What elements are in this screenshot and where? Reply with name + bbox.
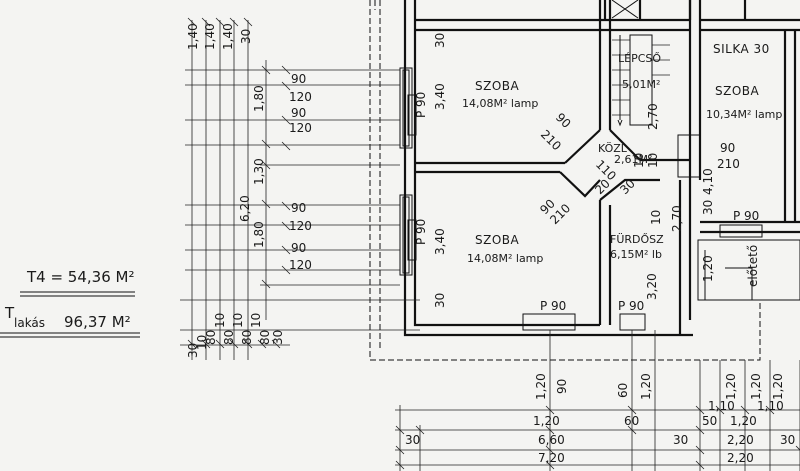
dim-row2-3: 30 <box>673 433 688 447</box>
room-area-furdosz: 6,15M² lb <box>610 248 662 261</box>
room-area-szoba-right: 10,34M² lamp <box>706 108 782 121</box>
dim-row3-2: 2,20 <box>727 451 754 465</box>
dim-mid-3: 2,70 <box>670 205 684 232</box>
dim-mid-5: 3,20 <box>645 273 659 300</box>
dim-left-2: 1,30 <box>252 158 266 185</box>
area-summary-lines <box>0 291 140 338</box>
material-note: SILKA 30 <box>713 42 770 56</box>
room-name-kozl: KÖZL <box>598 142 628 155</box>
door-labels: P 90 P 90 P 90 P 90 P 90 <box>414 92 759 313</box>
dim-row1-3: 50 <box>702 414 717 428</box>
dim-top-3: 1,40 <box>221 23 235 50</box>
bottom-dimension-chains <box>395 330 800 471</box>
staircase <box>612 34 670 127</box>
room-area-kozl: 2,61M² <box>614 153 652 166</box>
door-label-wall-mid: P 90 <box>414 219 428 245</box>
dim-right-4: 4,10 <box>701 168 715 195</box>
dim-mid-1: 2,70 <box>646 103 660 130</box>
dim-row1-2: 60 <box>624 414 639 428</box>
tlakas-value: 96,37 M² <box>64 313 131 331</box>
door-label-bottom-mid: P 90 <box>618 299 644 313</box>
dim-bottom-4: 10 <box>213 313 227 328</box>
dim-row2-4: 2,20 <box>727 433 754 447</box>
t4-area-note: T4 = 54,36 M² <box>26 268 134 286</box>
room-name-szoba-bottom: SZOBA <box>475 233 520 247</box>
room-name-lepcso: LÉPCSŐ <box>618 51 661 65</box>
dim-row1-5: 1,10 <box>708 399 735 413</box>
room-name-eloteto: előtető <box>746 245 760 287</box>
dim-left-1: 1,80 <box>252 85 266 112</box>
dim-bottom-1: 30 <box>186 343 200 358</box>
dim-bottom-7: 80 <box>240 330 254 345</box>
dim-bvert-1: 1,20 <box>534 373 548 400</box>
dim-bvert-5: 1,20 <box>724 373 738 400</box>
dim-right-2: 210 <box>717 157 740 171</box>
dim-inner-340-bottom: 3,40 <box>433 228 447 255</box>
dim-inner-30-top: 30 <box>433 33 447 48</box>
dim-right-1: 90 <box>720 141 735 155</box>
dim-left-4: 1,80 <box>252 221 266 248</box>
dim-eloteto-1: 1,20 <box>701 255 715 282</box>
room-name-szoba-top: SZOBA <box>475 79 520 93</box>
dim-left-3: 6,20 <box>238 195 252 222</box>
dim-right-3: 30 <box>701 200 715 215</box>
door-label-wall-top: P 90 <box>414 92 428 118</box>
tlakas-prefix: T <box>4 304 15 322</box>
dim-diag-2: 90 <box>553 110 574 131</box>
dim-win-7: 90 <box>291 241 306 255</box>
dim-top-4: 30 <box>239 29 253 44</box>
dim-row2-2: 6,60 <box>538 433 565 447</box>
dim-bottom-3: 80 <box>204 330 218 345</box>
dim-win-6: 120 <box>289 219 312 233</box>
dim-row2-1: 30 <box>405 433 420 447</box>
dim-bottom-8: 10 <box>249 313 263 328</box>
dim-win-5: 90 <box>291 201 306 215</box>
room-area-szoba-top: 14,08M² lamp <box>462 97 538 110</box>
dim-bottom-5: 80 <box>222 330 236 345</box>
room-name-furdosz: FÜRDŐSZ <box>610 232 664 246</box>
room-name-szoba-right: SZOBA <box>715 84 760 98</box>
dim-inner-30-bottom: 30 <box>433 293 447 308</box>
left-wall-windows <box>399 67 413 276</box>
room-area-lepcso: 5,01M² <box>622 78 660 91</box>
dim-eloteto-2: 1,20 <box>749 373 763 400</box>
dim-mid-6: 10 <box>632 153 646 168</box>
room-area-szoba-bottom: 14,08M² lamp <box>467 252 543 265</box>
dim-win-8: 120 <box>289 258 312 272</box>
dim-mid-2: 10 <box>646 153 660 168</box>
dim-win-2: 120 <box>289 90 312 104</box>
dim-bottom-10: 30 <box>271 330 285 345</box>
dim-bottom-2: 10 <box>195 335 209 350</box>
dim-inner-340-top: 3,40 <box>433 83 447 110</box>
doors <box>407 94 763 331</box>
dim-row1-1: 1,20 <box>533 414 560 428</box>
dim-top-1: 1,40 <box>186 23 200 50</box>
dim-row1-6: 1,10 <box>757 399 784 413</box>
dimension-texts: 1,40 1,40 1,40 30 1,80 1,30 6,20 1,80 90… <box>186 23 795 465</box>
dim-bvert-2: 90 <box>555 379 569 394</box>
dim-row3-1: 7,20 <box>538 451 565 465</box>
dim-top-2: 1,40 <box>203 23 217 50</box>
door-label-bottom-left: P 90 <box>540 299 566 313</box>
dim-bottom-6: 10 <box>231 313 245 328</box>
dim-row2-5: 30 <box>780 433 795 447</box>
building-walls <box>369 0 800 361</box>
dim-diag-1: 210 <box>538 127 564 153</box>
dim-win-4: 120 <box>289 121 312 135</box>
door-label-right: P 90 <box>733 209 759 223</box>
notes: SILKA 30 T4 = 54,36 M² T lakás 96,37 M² <box>4 42 770 331</box>
dim-bvert-6: 1,20 <box>771 373 785 400</box>
dim-bvert-3: 60 <box>616 383 630 398</box>
tlakas-subscript: lakás <box>14 316 45 330</box>
dim-bvert-4: 1,20 <box>639 373 653 400</box>
dim-win-1: 90 <box>291 72 306 86</box>
dim-bottom-9: 80 <box>258 330 272 345</box>
dim-win-3: 90 <box>291 106 306 120</box>
dim-mid-4: 10 <box>649 210 663 225</box>
left-dimension-chains <box>180 17 420 360</box>
room-labels: SZOBA 14,08M² lamp SZOBA 14,08M² lamp SZ… <box>462 51 782 287</box>
dim-row1-4: 1,20 <box>730 414 757 428</box>
